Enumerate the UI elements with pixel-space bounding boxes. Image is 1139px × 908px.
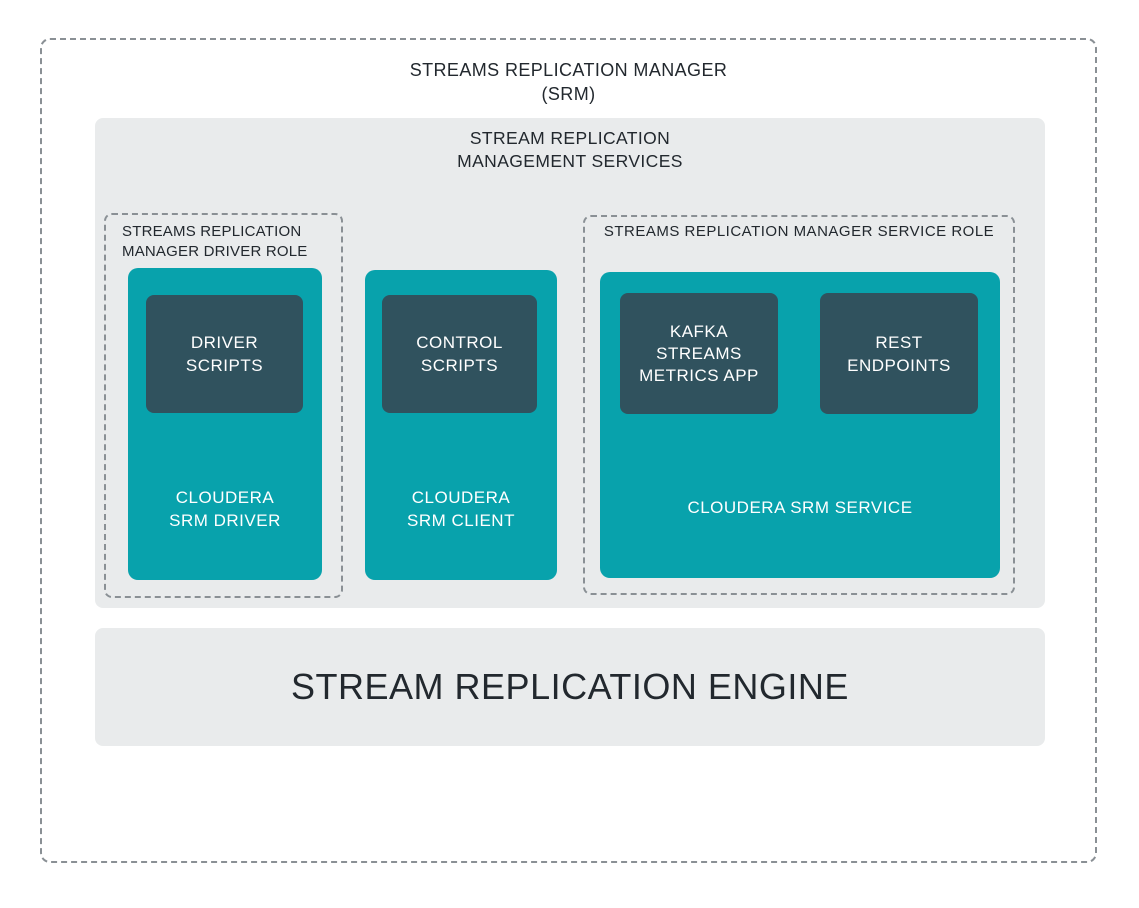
- management-services-title-line2: MANAGEMENT SERVICES: [457, 151, 683, 171]
- driver-role-label: STREAMS REPLICATION MANAGER DRIVER ROLE: [122, 222, 308, 262]
- diagram-title: STREAMS REPLICATION MANAGER (SRM): [42, 58, 1095, 106]
- rest-endpoints-box: REST ENDPOINTS: [820, 293, 978, 414]
- service-role-dashed-box: STREAMS REPLICATION MANAGER SERVICE ROLE…: [583, 215, 1015, 595]
- management-services-title: STREAM REPLICATION MANAGEMENT SERVICES: [95, 127, 1045, 173]
- kafka-streams-metrics-app-box: KAFKA STREAMS METRICS APP: [620, 293, 778, 414]
- driver-role-dashed-box: STREAMS REPLICATION MANAGER DRIVER ROLE …: [104, 213, 343, 598]
- kafka-streams-metrics-app-label: KAFKA STREAMS METRICS APP: [639, 321, 759, 385]
- driver-role-label-line1: STREAMS REPLICATION: [122, 223, 302, 240]
- stream-replication-engine-box: STREAM REPLICATION ENGINE: [95, 628, 1045, 746]
- driver-scripts-label: DRIVER SCRIPTS: [185, 333, 264, 375]
- cloudera-srm-driver-box: DRIVER SCRIPTS CLOUDERA SRM DRIVER: [128, 268, 322, 580]
- driver-scripts-box: DRIVER SCRIPTS: [146, 295, 303, 413]
- cloudera-srm-service-box: KAFKA STREAMS METRICS APP REST ENDPOINTS…: [600, 272, 1000, 578]
- srm-dashed-boundary: STREAMS REPLICATION MANAGER (SRM) STREAM…: [40, 38, 1097, 863]
- control-scripts-label: CONTROL SCRIPTS: [416, 333, 503, 375]
- driver-role-label-line2: MANAGER DRIVER ROLE: [122, 243, 308, 260]
- control-scripts-box: CONTROL SCRIPTS: [382, 295, 537, 413]
- stream-replication-engine-label: STREAM REPLICATION ENGINE: [291, 666, 849, 707]
- cloudera-srm-client-box: CONTROL SCRIPTS CLOUDERA SRM CLIENT: [365, 270, 557, 580]
- cloudera-srm-client-label: CLOUDERA SRM CLIENT: [407, 488, 515, 530]
- cloudera-srm-driver-label: CLOUDERA SRM DRIVER: [169, 488, 281, 530]
- cloudera-srm-service-label: CLOUDERA SRM SERVICE: [687, 498, 913, 517]
- service-role-label: STREAMS REPLICATION MANAGER SERVICE ROLE: [603, 223, 995, 240]
- rest-endpoints-label: REST ENDPOINTS: [847, 332, 951, 375]
- management-services-title-line1: STREAM REPLICATION: [469, 128, 671, 148]
- diagram-title-line1: STREAMS REPLICATION MANAGER: [409, 60, 728, 80]
- diagram-title-line2: (SRM): [541, 84, 596, 104]
- management-services-panel: STREAM REPLICATION MANAGEMENT SERVICES S…: [95, 118, 1045, 608]
